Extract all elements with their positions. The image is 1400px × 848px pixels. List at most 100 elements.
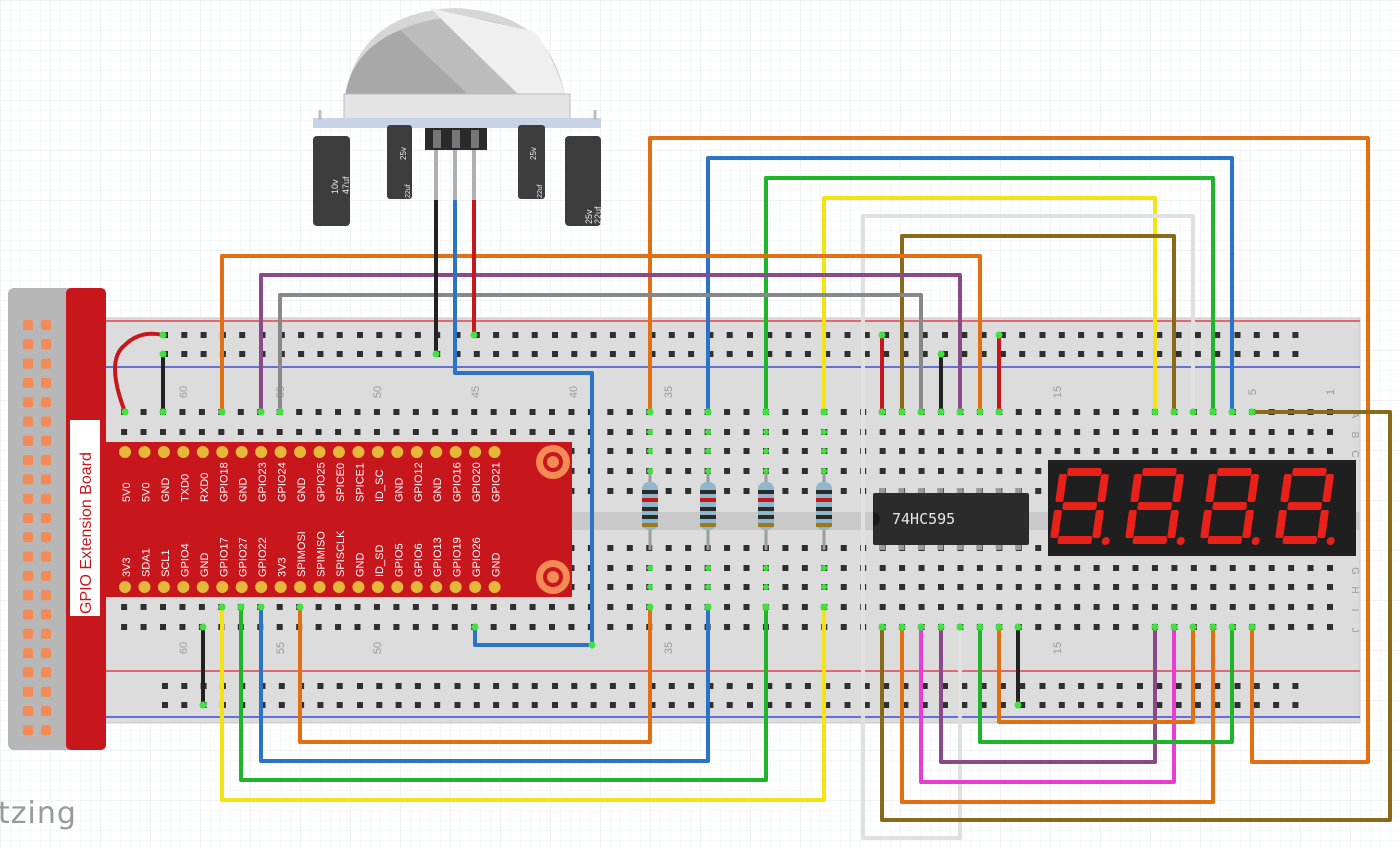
header-pin [23, 474, 33, 485]
hole [743, 584, 750, 590]
segment [1207, 536, 1243, 544]
hole [918, 565, 925, 571]
pin-label: SPICE1 [354, 463, 366, 502]
hole [1015, 565, 1022, 571]
hole [451, 429, 458, 435]
pin-label: GPIO4 [179, 543, 191, 577]
rail-hole [1039, 351, 1046, 357]
rail-hole [1234, 702, 1241, 708]
rail-hole [824, 702, 831, 708]
hole [296, 409, 303, 415]
ic-pin [976, 544, 983, 550]
hole [801, 448, 808, 454]
rail-hole [1292, 332, 1299, 338]
rail-hole [357, 332, 363, 338]
row-letter: G [1349, 567, 1360, 575]
rail-hole [883, 683, 890, 689]
header-pin [23, 590, 33, 601]
wire-orange [900, 627, 1215, 804]
ic-pin [1015, 544, 1022, 550]
connection-point [937, 350, 945, 358]
hole [685, 429, 692, 435]
hole [1151, 448, 1158, 454]
rail-hole [824, 332, 831, 338]
ic-pin [879, 544, 885, 550]
rail-hole [785, 332, 792, 338]
rail-hole [336, 702, 343, 708]
rail-hole [512, 702, 519, 708]
hole [1268, 604, 1275, 610]
rail-hole [376, 683, 383, 689]
pin-label: ID_SC [374, 470, 386, 502]
column-number: 15 [1052, 386, 1064, 398]
hole [1288, 448, 1295, 454]
hole [1229, 584, 1236, 590]
hole [724, 545, 731, 551]
hole [918, 584, 925, 590]
rail-hole [1214, 351, 1221, 357]
segment [1322, 474, 1334, 502]
hole [198, 409, 205, 415]
hole [918, 468, 925, 474]
rail-hole [804, 683, 811, 689]
hole [1327, 448, 1333, 454]
rail-hole [473, 702, 480, 708]
pin-label: GPIO12 [413, 462, 425, 502]
hole [1054, 429, 1061, 435]
connection-point [199, 623, 207, 631]
segment [1280, 474, 1292, 502]
hole [1113, 624, 1120, 630]
rail-hole [942, 683, 948, 689]
hole [1268, 584, 1275, 590]
rail-hole [1214, 702, 1221, 708]
segment [1125, 510, 1137, 538]
hole [840, 468, 847, 474]
header-pin [23, 706, 33, 716]
header-pin [41, 339, 51, 350]
header-pin [23, 358, 33, 369]
rail-hole [298, 332, 305, 338]
hole [1035, 409, 1042, 415]
rail-hole [376, 332, 383, 338]
hole [1151, 584, 1158, 590]
ic-pin [1015, 488, 1022, 494]
hole [354, 604, 361, 610]
rail-hole [824, 351, 831, 357]
rail-hole [707, 683, 714, 689]
pin-label: GPIO5 [393, 543, 405, 577]
ic-pin [956, 544, 963, 550]
hole [1249, 565, 1256, 571]
connection-point [820, 408, 828, 416]
hole [1307, 624, 1314, 630]
hole [607, 624, 614, 630]
rail-hole [571, 351, 578, 357]
hole [879, 584, 886, 590]
rail-hole [395, 702, 402, 708]
rail-hole [844, 351, 851, 357]
hole [373, 624, 380, 630]
rail-hole [1078, 702, 1085, 708]
pin-label: GPIO27 [238, 537, 250, 577]
hole [801, 624, 808, 630]
ic-pin [917, 544, 924, 550]
hole [1113, 565, 1120, 571]
hole [1132, 584, 1139, 590]
hole [1151, 565, 1158, 571]
rail-hole [1097, 332, 1104, 338]
rail-hole [552, 702, 558, 708]
hole [724, 468, 731, 474]
hole [1132, 448, 1139, 454]
hole [451, 624, 458, 630]
capacitor-voltage: 10v [330, 179, 340, 194]
pin-label: GPIO6 [413, 543, 425, 577]
connection-point [1170, 408, 1178, 416]
capacitor-capacity: 22uf [593, 206, 603, 224]
rail-hole [766, 702, 773, 708]
hole [685, 488, 692, 494]
segment [1287, 502, 1322, 510]
connection-point [588, 641, 596, 649]
hole [665, 468, 672, 474]
rail-hole [336, 683, 343, 689]
hole [1210, 448, 1217, 454]
